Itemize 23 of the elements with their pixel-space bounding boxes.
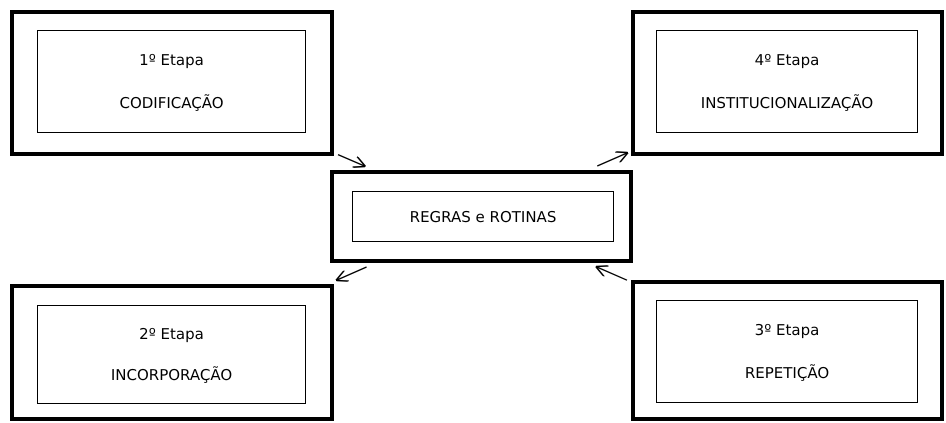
stage-box	[656, 30, 918, 133]
stage-label: INSTITUCIONALIZAÇÃO	[700, 94, 874, 112]
stage-heading: 1º Etapa	[139, 51, 204, 70]
arrow	[597, 151, 629, 167]
stage-box	[37, 30, 306, 133]
stage-box	[656, 300, 918, 403]
arrow	[338, 154, 366, 168]
frame-box	[631, 10, 944, 156]
frame-box	[631, 280, 944, 421]
stage-box	[352, 191, 614, 242]
stage-heading: 2º Etapa	[139, 325, 204, 344]
stage-box	[37, 305, 306, 404]
frame-box	[10, 284, 334, 421]
frame-box	[10, 10, 334, 156]
stage-label: REGRAS e ROTINAS	[410, 208, 556, 226]
stage-label: REPETIÇÃO	[744, 364, 830, 382]
stage-heading: 3º Etapa	[754, 321, 820, 340]
stage-heading: 4º Etapa	[754, 51, 820, 70]
stage-label: INCORPORAÇÃO	[110, 366, 232, 384]
stage-label: CODIFICAÇÃO	[119, 94, 224, 112]
arrow	[335, 266, 367, 282]
frame-box	[330, 170, 633, 263]
arrow	[595, 265, 628, 281]
